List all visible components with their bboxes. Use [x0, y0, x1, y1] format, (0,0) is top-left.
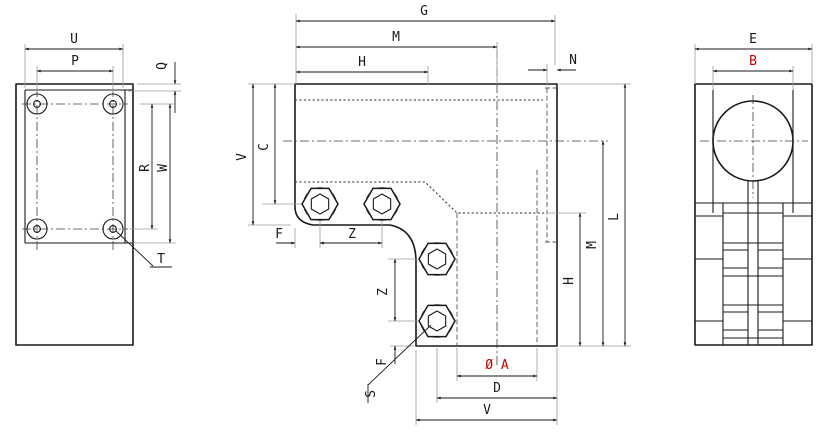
- top-view: U P Q R W T: [15, 32, 181, 346]
- dim-label-z-side: Z: [376, 288, 391, 296]
- side-view: E B: [694, 32, 813, 346]
- dim-label-s: S: [364, 390, 379, 398]
- dim-label-l: L: [607, 213, 622, 221]
- dim-label-u: U: [70, 32, 78, 47]
- dim-label-b: B: [749, 54, 757, 69]
- dim-label-g: G: [420, 4, 428, 19]
- top-view-centerlines: [22, 88, 128, 252]
- side-view-outline: [694, 83, 813, 346]
- front-view-dimensions: G M H N V C F Z Z: [235, 4, 631, 425]
- dim-label-p: P: [71, 54, 79, 69]
- front-view-centerlines: [283, 50, 608, 368]
- front-view: G M H N V C F Z Z: [235, 4, 631, 425]
- dim-label-d: D: [493, 381, 501, 396]
- side-view-dimensions: E B: [694, 32, 813, 90]
- dim-label-e: E: [749, 32, 757, 47]
- dim-label-v-bottom: V: [483, 403, 491, 418]
- dim-label-z-top: Z: [348, 227, 356, 242]
- side-view-centerlines: [700, 95, 808, 198]
- dim-label-m-right: M: [585, 241, 600, 249]
- dim-label-q: Q: [155, 62, 170, 70]
- dim-label-c: C: [257, 143, 272, 151]
- dim-label-w: W: [156, 164, 171, 172]
- front-view-hidden-lines: [295, 87, 557, 346]
- dim-label-h-top: H: [358, 55, 366, 70]
- dim-label-r: R: [138, 164, 153, 172]
- dim-label-n: N: [569, 53, 577, 68]
- dim-label-m-top: M: [392, 30, 400, 45]
- counterbored-holes: [26, 93, 124, 240]
- dim-label-t: T: [157, 252, 165, 267]
- clamp-bolts: [301, 187, 456, 338]
- dim-label-bore-a: Ø A: [485, 358, 509, 373]
- dim-label-v-left: V: [235, 153, 250, 161]
- front-view-outline: [294, 83, 558, 347]
- top-view-dimensions: U P Q R W T: [24, 32, 181, 268]
- dim-label-h-right: H: [562, 277, 577, 285]
- top-view-outline: [15, 83, 134, 346]
- dim-label-f-side: F: [375, 358, 390, 366]
- dim-label-f-top: F: [275, 227, 283, 242]
